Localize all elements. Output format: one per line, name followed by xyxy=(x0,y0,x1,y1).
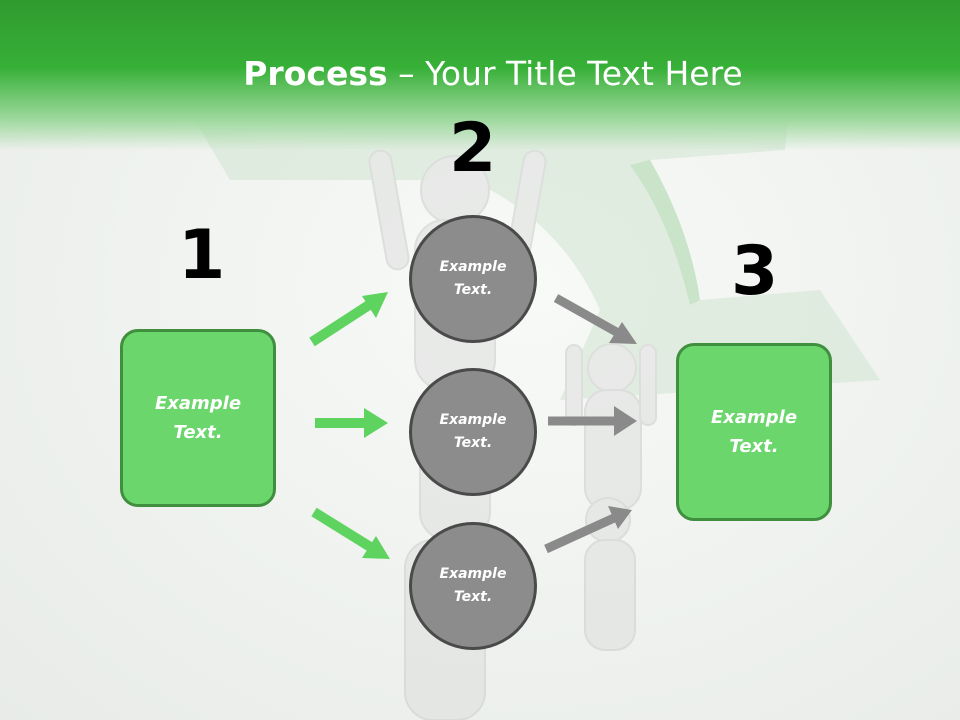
circle-top[interactable]: Example Text. xyxy=(409,215,537,343)
background-figure-arm xyxy=(639,344,657,426)
background-figure-arm xyxy=(368,149,410,271)
circle-bottom-label: Example Text. xyxy=(439,566,507,605)
background-arrow-shape xyxy=(180,95,880,400)
text-box-right[interactable]: Example Text. xyxy=(676,343,832,521)
title-rest: – Your Title Text Here xyxy=(387,54,743,93)
circle-middle[interactable]: Example Text. xyxy=(409,368,537,496)
circle-top-label: Example Text. xyxy=(439,259,507,298)
text-box-left[interactable]: Example Text. xyxy=(120,329,276,507)
text-box-right-label: Example Text. xyxy=(710,407,798,457)
background-figure-body xyxy=(584,539,636,651)
circle-bottom[interactable]: Example Text. xyxy=(409,522,537,650)
arrow-green-up xyxy=(309,292,388,347)
circle-middle-label: Example Text. xyxy=(439,412,507,451)
arrow-green-down xyxy=(311,507,390,559)
arrow-gray-down xyxy=(553,294,637,344)
arrow-gray-right xyxy=(548,406,637,436)
step-number-3: 3 xyxy=(731,232,779,311)
slide-title[interactable]: Process – Your Title Text Here xyxy=(0,52,960,96)
arrow-green-right xyxy=(315,408,388,438)
background-arrow-highlight xyxy=(630,160,700,305)
step-number-1: 1 xyxy=(178,216,226,295)
step-number-2: 2 xyxy=(449,109,497,188)
title-bold: Process xyxy=(243,54,388,93)
text-box-left-label: Example Text. xyxy=(154,393,242,443)
arrow-gray-up xyxy=(544,506,632,554)
header-band xyxy=(0,0,960,150)
